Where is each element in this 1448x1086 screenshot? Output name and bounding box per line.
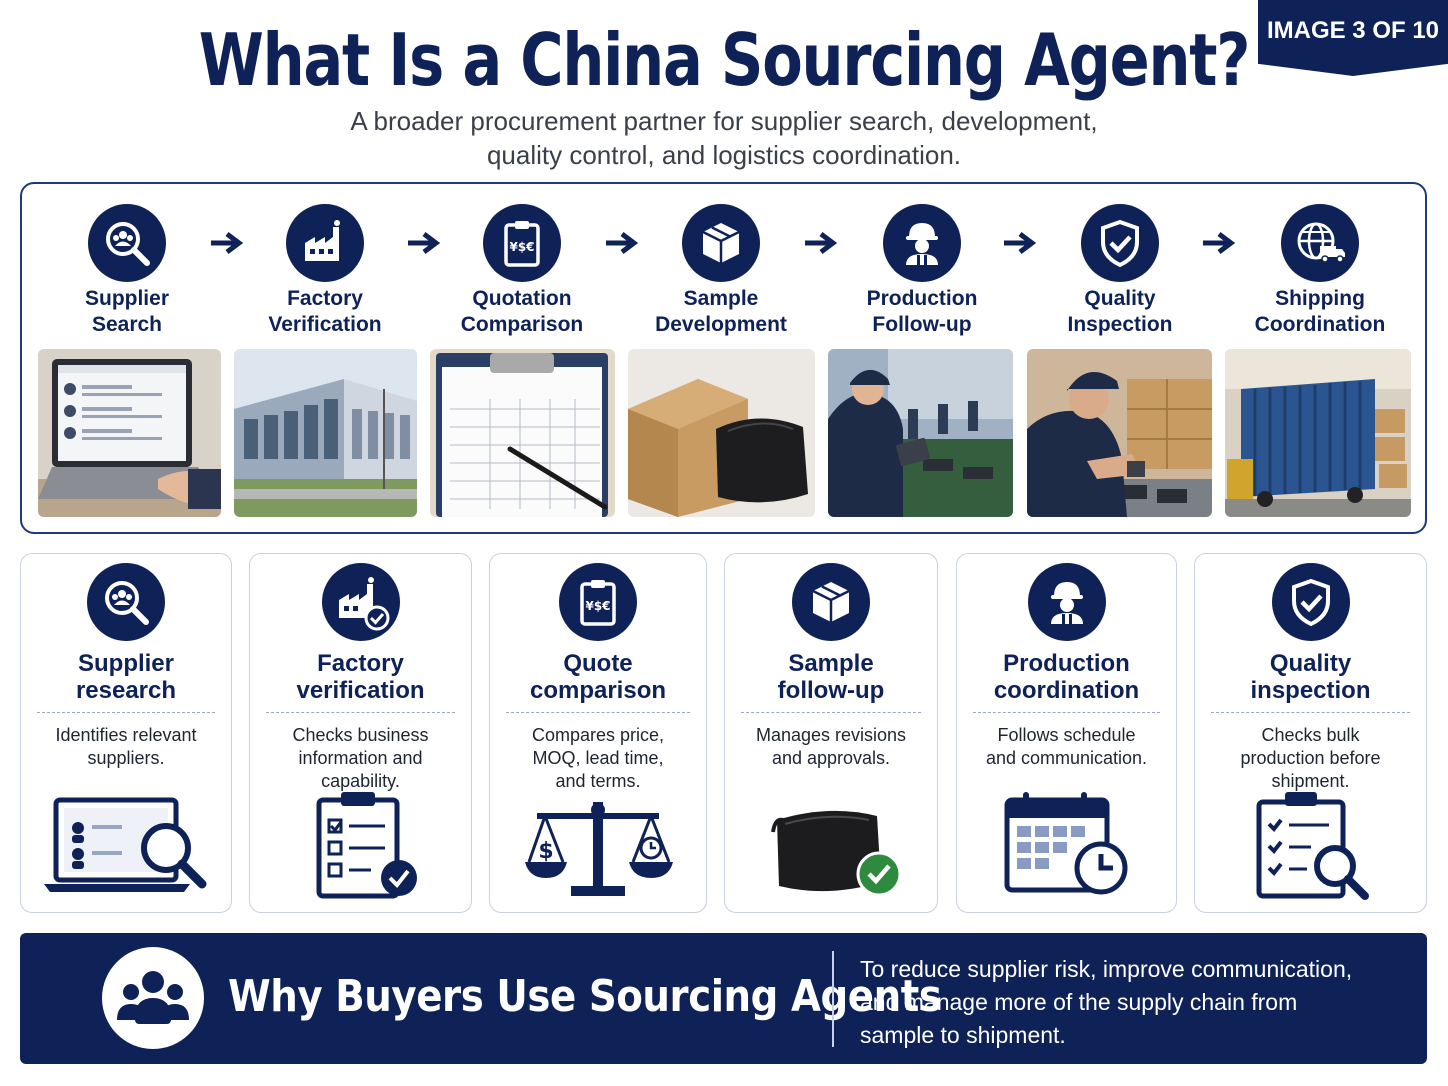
arrow-right-icon bbox=[606, 232, 639, 254]
divider bbox=[973, 712, 1160, 713]
quote-clipboard-icon: ¥$€ bbox=[559, 563, 637, 641]
banner-text: To reduce supplier risk, improve communi… bbox=[860, 956, 1353, 1048]
image-counter-badge: IMAGE 3 OF 10 bbox=[1258, 0, 1448, 76]
box-icon bbox=[682, 204, 760, 282]
quality-inspection-photo bbox=[1027, 349, 1212, 517]
arrow-right-icon bbox=[408, 232, 441, 254]
divider bbox=[506, 712, 690, 713]
page-subtitle: A broader procurement partner for suppli… bbox=[0, 104, 1448, 172]
shield-check-icon bbox=[1271, 563, 1350, 641]
quote-clipboard-icon: ¥$€ bbox=[483, 204, 561, 282]
laptop-magnifier-illustration bbox=[44, 797, 207, 892]
factory-building-photo bbox=[234, 349, 417, 517]
checklist-clipboard-illustration bbox=[316, 792, 417, 899]
shield-check-icon bbox=[1081, 204, 1159, 282]
svg-text:$: $ bbox=[538, 839, 553, 864]
divider bbox=[266, 712, 455, 713]
approved-bag-illustration bbox=[771, 810, 902, 897]
laptop-supplier-list-photo bbox=[38, 349, 221, 517]
divider bbox=[37, 712, 215, 713]
sample-box-bag-photo bbox=[628, 349, 815, 517]
globe-truck-icon bbox=[1281, 204, 1359, 282]
search-people-icon bbox=[88, 204, 166, 282]
balance-scale-illustration: $ bbox=[525, 802, 673, 896]
svg-text:¥$€: ¥$€ bbox=[509, 240, 534, 254]
card-description: Compares price,MOQ, lead time,and terms. bbox=[531, 725, 665, 791]
arrow-right-icon bbox=[211, 232, 244, 254]
factory-icon bbox=[286, 204, 364, 282]
banner-title: Why Buyers Use Sourcing Agents bbox=[228, 971, 942, 1022]
arrow-right-icon bbox=[1203, 232, 1236, 254]
search-people-icon bbox=[87, 563, 165, 641]
calendar-clock-illustration bbox=[1004, 792, 1127, 895]
inspection-clipboard-illustration bbox=[1256, 792, 1369, 900]
subtitle-line-1: A broader procurement partner for suppli… bbox=[350, 106, 1098, 136]
production-line-photo bbox=[828, 349, 1013, 517]
shipping-container-photo bbox=[1225, 349, 1411, 517]
subtitle-line-2: quality control, and logistics coordinat… bbox=[486, 140, 962, 170]
svg-text:¥$€: ¥$€ bbox=[585, 599, 610, 613]
divider bbox=[741, 712, 921, 713]
divider bbox=[832, 951, 834, 1047]
arrow-right-icon bbox=[1004, 232, 1037, 254]
worker-icon bbox=[1027, 563, 1106, 641]
quotation-sheet-photo bbox=[430, 349, 615, 517]
arrow-right-icon bbox=[805, 232, 838, 254]
box-icon bbox=[792, 563, 870, 641]
group-people-icon bbox=[102, 947, 204, 1049]
worker-icon bbox=[883, 204, 961, 282]
page-title: What Is a China Sourcing Agent? bbox=[198, 18, 1251, 102]
factory-check-icon bbox=[321, 563, 400, 641]
divider bbox=[1211, 712, 1410, 713]
why-buyers-banner: Why Buyers Use Sourcing Agents To reduce… bbox=[20, 933, 1427, 1064]
